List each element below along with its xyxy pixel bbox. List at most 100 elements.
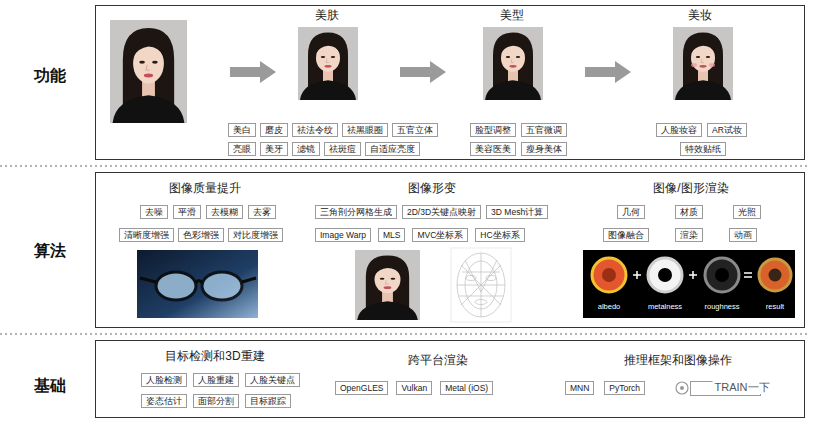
tag-text: 人脸检测: [146, 375, 182, 385]
tag-text: 色彩增强: [183, 230, 219, 240]
feature-tag: 光照: [733, 205, 761, 219]
feature-tag: 瘦身美体: [521, 142, 567, 156]
feature-tag: 色彩增强: [178, 228, 224, 242]
tag-text: 瘦身美体: [526, 144, 562, 154]
tag-text: 五官立体: [397, 125, 433, 135]
tag-text: 三角剖分网格生成: [320, 207, 392, 217]
feature-tag: 祛斑痘: [324, 142, 361, 156]
group-heading: 图像/图形渲染: [653, 182, 728, 196]
render-caption: result: [766, 303, 784, 312]
group-heading: 美型: [500, 9, 524, 23]
tag-text: PyTorch: [609, 383, 640, 393]
group-heading: 图像质量提升: [169, 182, 241, 196]
feature-tag: 人脸妆容: [656, 123, 702, 137]
group-heading: 目标检测和3D重建: [165, 350, 264, 364]
feature-tag: 3D Mesh计算: [486, 205, 548, 219]
render-caption: metalness: [648, 303, 682, 312]
feature-tag: 美牙: [260, 142, 288, 156]
feature-tag: 姿态估计: [141, 394, 187, 408]
feature-tag: 美容医美: [470, 142, 516, 156]
tag-text: 3D Mesh计算: [491, 207, 543, 217]
group-heading: 跨平台渲染: [408, 354, 468, 368]
feature-tag: 自适应亮度: [365, 142, 420, 156]
tag-text: 自适应亮度: [370, 144, 415, 154]
tag-text: MVC坐标系: [417, 230, 463, 240]
tag-text: 目标跟踪: [250, 396, 286, 406]
tag-text: 图像融合: [608, 230, 644, 240]
tag-text: 祛黑眼圈: [347, 125, 383, 135]
render-caption: roughness: [704, 303, 739, 312]
tag-text: 祛斑痘: [329, 144, 356, 154]
feature-tag: 2D/3D关键点映射: [402, 205, 481, 219]
tag-text: 对比度增强: [233, 230, 278, 240]
feature-tag: 人脸重建: [193, 373, 239, 387]
tag-text: 磨皮: [265, 125, 283, 135]
feature-tag: OpenGLES: [335, 381, 388, 395]
render-caption: albedo: [598, 303, 621, 312]
tag-text: 渲染: [680, 230, 698, 240]
feature-tag: MNN: [565, 381, 594, 395]
tag-text: 人脸关键点: [250, 375, 295, 385]
feature-tag: Vulkan: [396, 381, 432, 395]
feature-tag: 五官立体: [392, 123, 438, 137]
section-panel: 算法去噪平滑去模糊去雾清晰度增强色彩增强对比度增强三角剖分网格生成2D/3D关键…: [95, 172, 805, 328]
tag-text: 滤镜: [297, 144, 315, 154]
feature-tag: 祛黑眼圈: [342, 123, 388, 137]
tag-text: 美牙: [265, 144, 283, 154]
feature-tag: Image Warp: [315, 228, 371, 242]
tag-text: 亮眼: [233, 144, 251, 154]
feature-tag: 人脸检测: [141, 373, 187, 387]
tag-text: AR试妆: [712, 125, 742, 135]
tag-text: 动画: [734, 230, 752, 240]
feature-tag: 美白: [228, 123, 256, 137]
tag-text: 几何: [622, 207, 640, 217]
feature-tag: 人脸关键点: [245, 373, 300, 387]
feature-tag: HC坐标系: [475, 228, 524, 242]
tag-text: 美容医美: [475, 144, 511, 154]
tag-text: HC坐标系: [480, 230, 519, 240]
feature-tag: MVC坐标系: [412, 228, 468, 242]
tag-text: 光照: [738, 207, 756, 217]
tag-text: 清晰度增强: [124, 230, 169, 240]
group-heading: 美妆: [688, 9, 712, 23]
group-heading: 推理框架和图像操作: [624, 354, 732, 368]
feature-tag: 滤镜: [292, 142, 320, 156]
tag-text: 特效贴纸: [685, 144, 721, 154]
tag-text: 去噪: [145, 207, 163, 217]
feature-tag: AR试妆: [707, 123, 747, 137]
section-label: 算法: [34, 242, 66, 260]
section-label: 功能: [34, 67, 66, 85]
feature-tag: 清晰度增强: [119, 228, 174, 242]
feature-tag: 去噪: [140, 205, 168, 219]
feature-tag: 三角剖分网格生成: [315, 205, 397, 219]
tag-text: 去雾: [253, 207, 271, 217]
tag-text: Vulkan: [401, 383, 427, 393]
feature-tag: Metal (iOS): [440, 381, 493, 395]
watermark: TRAIN一下: [713, 381, 772, 394]
feature-tag: 目标跟踪: [245, 394, 291, 408]
tag-text: Image Warp: [320, 230, 366, 240]
tag-text: 人脸重建: [198, 375, 234, 385]
tag-text: 姿态估计: [146, 396, 182, 406]
tag-text: 脸型调整: [475, 125, 511, 135]
feature-tag: PyTorch: [604, 381, 645, 395]
feature-tag: 几何: [617, 205, 645, 219]
feature-tag: 亮眼: [228, 142, 256, 156]
tag-text: 人脸妆容: [661, 125, 697, 135]
tag-text: 面部分割: [198, 396, 234, 406]
feature-tag: 面部分割: [193, 394, 239, 408]
group-heading: 美肤: [315, 9, 339, 23]
feature-tag: 去雾: [248, 205, 276, 219]
tag-text: OpenGLES: [340, 383, 383, 393]
tag-text: 祛法令纹: [297, 125, 333, 135]
tag-text: 美白: [233, 125, 251, 135]
tag-text: 五官微调: [526, 125, 562, 135]
tag-text: Metal (iOS): [445, 383, 488, 393]
group-heading: 图像形变: [408, 182, 456, 196]
tag-text: MNN: [570, 383, 589, 393]
feature-tag: 平滑: [173, 205, 201, 219]
section-panel: 功能美白磨皮祛法令纹祛黑眼圈五官立体亮眼美牙滤镜祛斑痘自适应亮度脸型调整五官微调…: [95, 5, 805, 160]
feature-tag: 特效贴纸: [680, 142, 726, 156]
feature-tag: 材质: [675, 205, 703, 219]
